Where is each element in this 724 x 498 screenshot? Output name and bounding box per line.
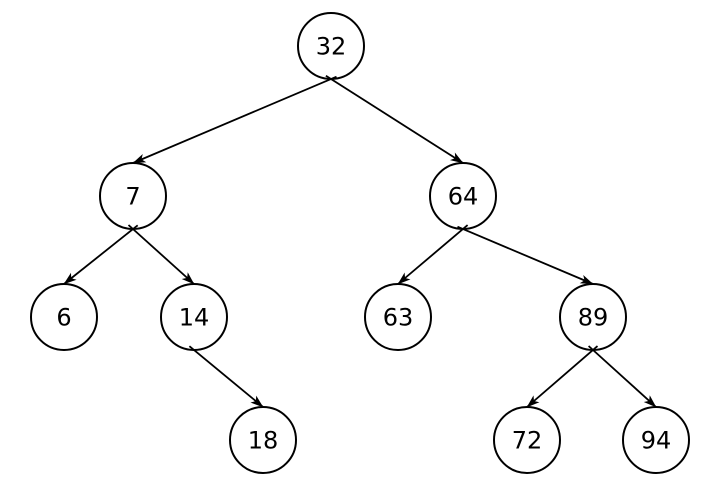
tree-edge-89-72 — [526, 345, 599, 408]
tree-node-label-6: 6 — [56, 304, 71, 332]
tree-edge-32-64 — [325, 75, 464, 164]
tree-edge-7-6 — [63, 224, 139, 285]
tree-node-label-64: 64 — [448, 183, 479, 211]
tree-node-label-14: 14 — [179, 304, 210, 332]
tree-node-label-72: 72 — [512, 427, 543, 455]
edges-layer — [63, 75, 657, 408]
tree-node-label-7: 7 — [125, 183, 140, 211]
tree-edge-32-7 — [132, 75, 337, 164]
node-labels-layer: 32 7 64 6 14 63 89 18 72 94 — [56, 33, 671, 455]
tree-node-label-18: 18 — [248, 427, 279, 455]
node-circles-layer — [30, 12, 690, 474]
tree-edge-89-94 — [587, 345, 657, 408]
tree-node-label-63: 63 — [383, 304, 414, 332]
tree-node-label-89: 89 — [578, 304, 609, 332]
tree-edge-14-18 — [188, 345, 264, 408]
tree-edge-64-89 — [457, 225, 594, 285]
tree-node-label-94: 94 — [641, 427, 672, 455]
tree-edge-64-63 — [397, 224, 469, 285]
tree-edge-7-14 — [127, 224, 195, 285]
tree-node-label-32: 32 — [316, 33, 347, 61]
